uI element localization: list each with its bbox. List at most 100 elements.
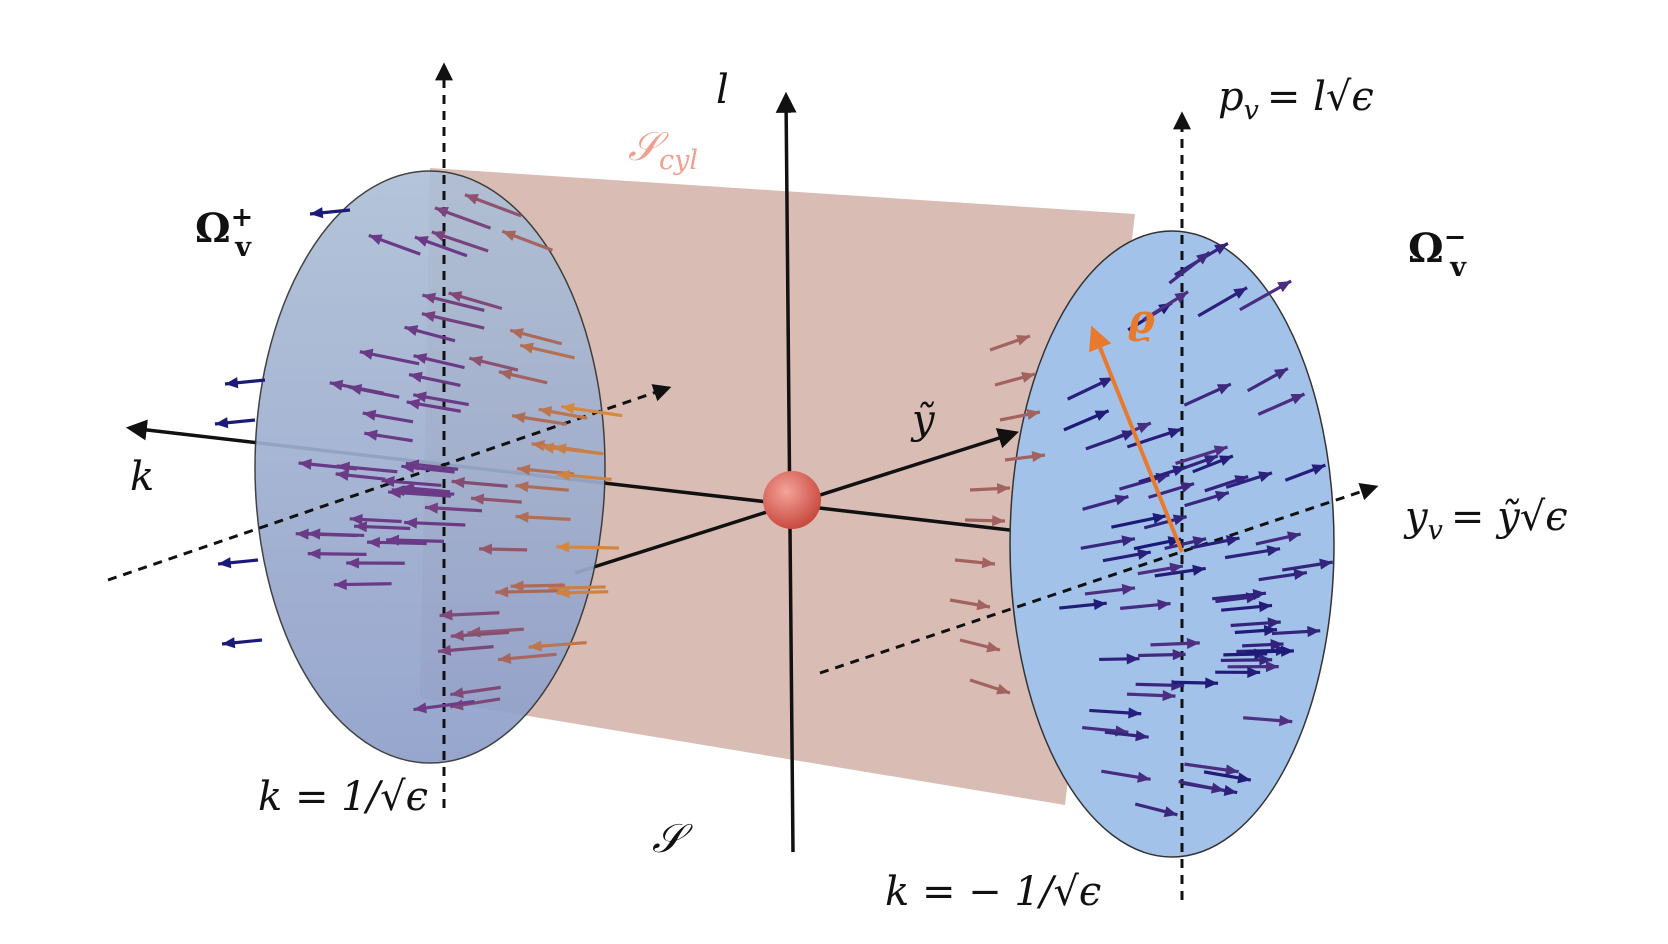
field-arrow-head: [1210, 782, 1225, 794]
label-omega-plus: Ω+v: [195, 202, 253, 263]
field-arrow-head: [1280, 645, 1294, 657]
field-arrow-head: [1121, 430, 1136, 441]
label-k-minus: k = − 1/√ϵ: [885, 869, 1101, 915]
field-arrow-head: [364, 429, 378, 441]
field-arrow-head: [561, 402, 575, 415]
field-arrow-head: [1319, 558, 1333, 570]
field-arrow-head: [1259, 654, 1273, 666]
field-arrow-head: [434, 206, 449, 218]
field-arrow-head: [510, 328, 524, 339]
field-arrow-head: [1214, 490, 1229, 502]
field-arrow-head: [1205, 677, 1219, 689]
field-arrow-head: [1163, 806, 1178, 818]
field-arrow-head: [1137, 771, 1151, 783]
field-arrow-head: [1114, 494, 1129, 506]
field-arrow-head: [349, 513, 363, 526]
field-arrow-head: [1218, 455, 1233, 466]
field-arrow-head: [1121, 535, 1135, 547]
field-arrow-head: [391, 485, 405, 497]
field-arrow-head: [996, 683, 1010, 695]
field-arrow-head: [1214, 243, 1228, 255]
field-arrow-head: [1237, 772, 1251, 784]
field-arrow-head: [1126, 653, 1140, 665]
field-arrow-head: [1266, 545, 1281, 557]
field-arrow-head: [1167, 427, 1182, 439]
field-arrow-head: [222, 637, 236, 649]
label-k-plus: k = 1/√ϵ: [258, 774, 428, 820]
field-arrow-head: [368, 234, 383, 246]
field-arrow-head: [333, 578, 347, 591]
field-arrow-head: [335, 469, 349, 481]
field-arrow-head: [1157, 599, 1171, 611]
field-arrow-head: [295, 528, 309, 540]
field-arrow-head: [1093, 598, 1107, 611]
field-arrow-head: [1186, 637, 1200, 650]
field-arrow-head: [992, 515, 1005, 527]
label-s: 𝒮: [652, 816, 693, 862]
field-arrow-head: [367, 536, 380, 549]
field-arrow-head: [451, 476, 465, 489]
label-k: k: [130, 454, 154, 500]
field-arrow-head: [1286, 531, 1301, 543]
field-arrow-head: [215, 417, 229, 429]
field-arrow-head: [450, 629, 464, 641]
field-arrow-head: [1195, 252, 1210, 265]
field-arrow-head: [1223, 784, 1238, 796]
field-arrow-head: [1026, 409, 1040, 421]
field-arrow-head: [1021, 371, 1035, 383]
field-arrow-head: [346, 557, 360, 569]
field-arrow-head: [528, 640, 542, 652]
field-arrow-head: [512, 412, 526, 424]
field-arrow-head: [1307, 625, 1321, 638]
field-arrow-head: [1263, 624, 1277, 637]
field-arrow-head: [1192, 536, 1207, 548]
field-arrow-head: [1094, 410, 1109, 421]
field-arrow-head: [498, 369, 513, 381]
field-arrow-head: [1252, 588, 1266, 601]
field-arrow-head: [1225, 764, 1239, 776]
field-arrow-head: [986, 641, 1000, 653]
field-arrow-head: [421, 311, 436, 322]
field-arrow-head: [1174, 291, 1189, 304]
field-arrow-head: [413, 702, 427, 714]
field-arrow-head: [520, 342, 534, 354]
field-arrow-head: [498, 652, 512, 665]
field-arrow-head: [495, 586, 509, 598]
field-arrow-head: [1213, 445, 1228, 457]
field-arrow-head: [413, 353, 428, 365]
label-s-cyl: 𝒮cyl: [628, 124, 698, 176]
field-arrow-head: [1169, 562, 1183, 574]
field-arrow-head: [1180, 481, 1195, 493]
field-arrow-head: [1258, 471, 1272, 483]
field-arrow-head: [538, 406, 553, 418]
field-arrow-head: [996, 483, 1010, 495]
field-arrow-head: [1128, 707, 1142, 719]
field-arrow-head: [1136, 422, 1151, 434]
field-arrow-head: [354, 521, 368, 533]
field-arrow-head: [976, 599, 990, 611]
field-arrow-head: [1279, 715, 1293, 727]
label-y-v: yv= ỹ√ϵ: [1403, 494, 1568, 546]
field-arrow-head: [362, 409, 377, 421]
field-arrow-head: [1290, 393, 1305, 405]
rho-arrow: [1089, 325, 1184, 553]
field-arrow-head: [1247, 666, 1261, 678]
field-arrow-head: [1152, 512, 1167, 524]
field-arrow-head: [510, 580, 524, 592]
field-arrow-head: [1172, 465, 1187, 477]
field-arrow-head: [1121, 583, 1136, 596]
label-l: l: [716, 67, 729, 113]
label-omega-minus: Ω−v: [1408, 222, 1467, 283]
field-arrow-head: [1225, 535, 1240, 547]
origin-sphere: [763, 471, 821, 529]
field-arrow-head: [469, 355, 484, 367]
field-arrow-head: [517, 464, 531, 476]
field-arrow-head: [1162, 689, 1176, 702]
field-arrow-head: [470, 493, 485, 505]
field-arrow-head: [1172, 649, 1186, 661]
field-arrow-head: [381, 476, 395, 488]
field-arrow-head: [437, 644, 452, 656]
field-arrow-head: [464, 194, 479, 205]
field-arrow-head: [1233, 287, 1248, 299]
